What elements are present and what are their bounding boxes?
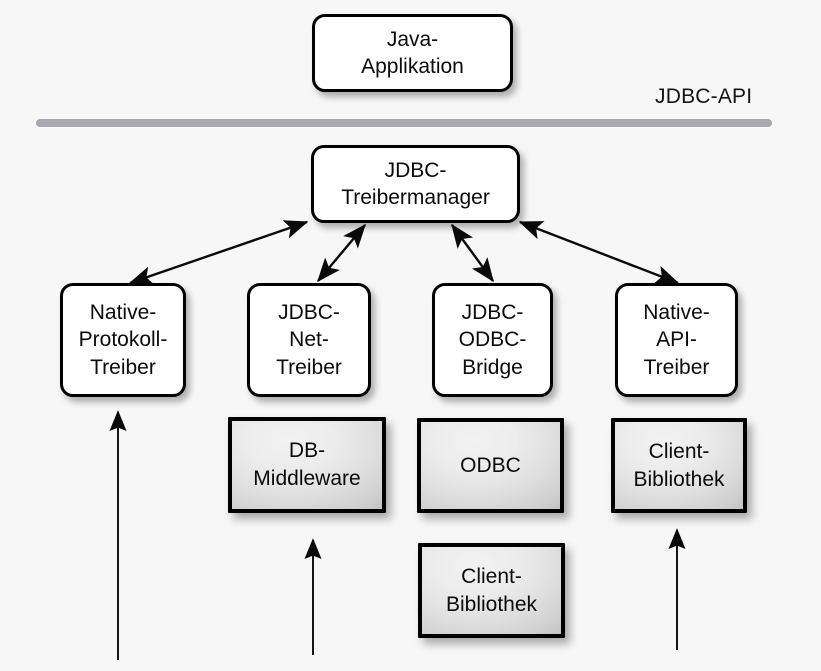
node-label-native-api-treiber: Native- API- Treiber <box>643 301 710 379</box>
node-label-jdbc-net-treiber: JDBC- Net- Treiber <box>276 301 342 379</box>
node-java-applikation: Java- Applikation <box>312 14 513 92</box>
node-label-jdbc-treibermanager: JDBC- Treibermanager <box>341 158 490 209</box>
connector-manager-to-native-protokoll <box>128 220 309 285</box>
connector-manager-to-jdbc-net <box>317 223 366 283</box>
node-jdbc-odbc-bridge: JDBC- ODBC- Bridge <box>432 283 553 397</box>
node-label-native-protokoll-treiber: Native- Protokoll- Treiber <box>78 301 168 379</box>
jdbc-api-separator-bar <box>36 119 772 127</box>
node-native-protokoll-treiber: Native- Protokoll- Treiber <box>60 283 186 397</box>
node-native-api-treiber: Native- API- Treiber <box>615 283 738 397</box>
node-jdbc-net-treiber: JDBC- Net- Treiber <box>247 283 371 397</box>
node-label-client-bibliothek-right: Client- Bibliothek <box>633 439 725 491</box>
connector-manager-to-native-api <box>518 220 680 285</box>
node-label-java-applikation: Java- Applikation <box>361 27 464 78</box>
node-jdbc-treibermanager: JDBC- Treibermanager <box>311 145 520 223</box>
node-odbc: ODBC <box>417 418 564 513</box>
node-db-middleware: DB- Middleware <box>228 417 386 513</box>
node-label-odbc: ODBC <box>460 453 521 477</box>
jdbc-api-label: JDBC-API <box>655 85 753 108</box>
node-label-jdbc-odbc-bridge: JDBC- ODBC- Bridge <box>458 301 527 379</box>
node-client-bibliothek-right: Client- Bibliothek <box>611 418 747 513</box>
node-label-db-middleware: DB- Middleware <box>253 439 361 490</box>
node-label-client-bibliothek-odbc: Client- Bibliothek <box>445 564 538 616</box>
node-client-bibliothek-odbc: Client- Bibliothek <box>418 543 565 638</box>
connector-manager-to-jdbc-odbc <box>451 223 494 283</box>
